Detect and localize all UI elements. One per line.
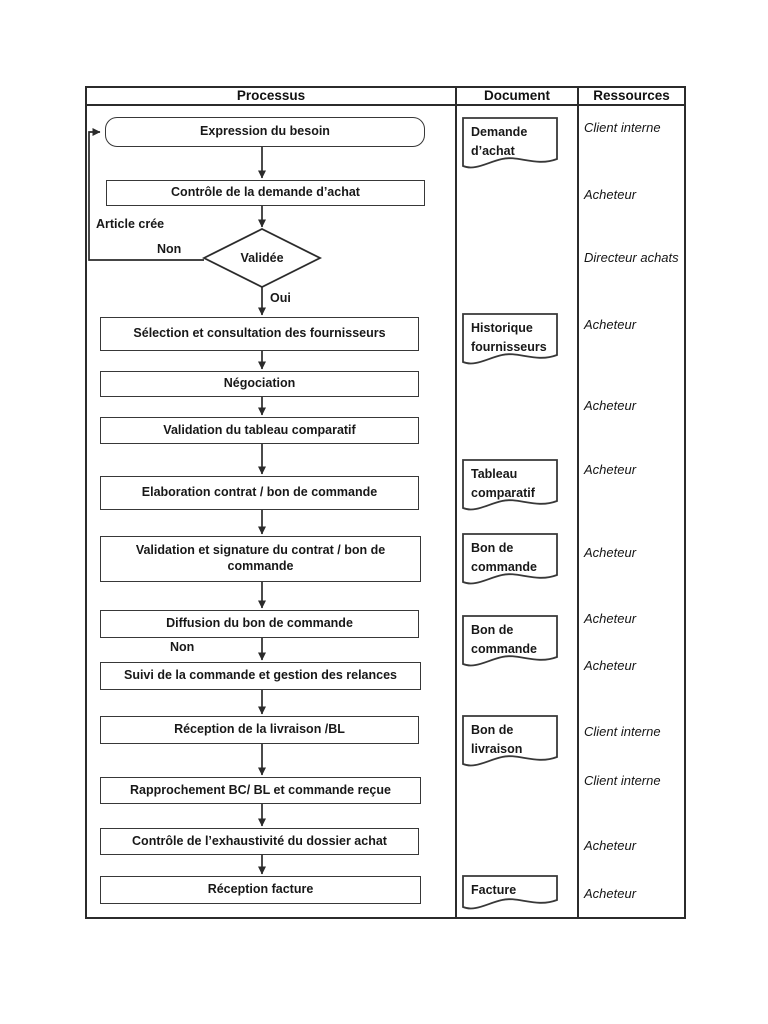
- resource-label: Acheteur: [584, 398, 637, 413]
- resource-label: Acheteur: [584, 462, 637, 477]
- document-label: d’achat: [471, 144, 515, 158]
- process-step-selection: Sélection et consultation des fournisseu…: [100, 317, 419, 351]
- process-step-validation-signature: Validation et signature du contrat / bon…: [100, 536, 421, 582]
- table-border-top: [85, 86, 686, 88]
- document-label: Bon de: [471, 623, 514, 637]
- resource-label: Acheteur: [584, 545, 637, 560]
- document-symbol-icon: [462, 715, 558, 767]
- process-step-label: Sélection et consultation des fournisseu…: [133, 326, 386, 341]
- process-step-label: Diffusion du bon de commande: [166, 616, 353, 631]
- process-step-suivi: Suivi de la commande et gestion des rela…: [100, 662, 421, 690]
- document-symbol-icon: [462, 615, 558, 667]
- process-step-diffusion: Diffusion du bon de commande: [100, 610, 419, 638]
- resource-label: Acheteur: [584, 658, 637, 673]
- process-step-label: Validation et signature du contrat / bon…: [135, 543, 386, 573]
- table-border-bottom: [85, 917, 686, 919]
- header-underline: [85, 104, 686, 106]
- resource-label: Acheteur: [584, 886, 637, 901]
- process-step-negociation: Négociation: [100, 371, 419, 397]
- column-divider-1: [455, 86, 457, 919]
- document-demande-achat: Demande d’achat: [462, 117, 558, 175]
- column-header-document: Document: [483, 88, 550, 103]
- process-step-validation-tableau: Validation du tableau comparatif: [100, 417, 419, 444]
- decision-yes-label: Oui: [270, 291, 291, 305]
- document-symbol-icon: [462, 533, 558, 585]
- table-border-left: [85, 86, 87, 919]
- document-bon-de-commande-2: Bon de commande: [462, 615, 558, 673]
- loop-label-article-cree: Article crée: [96, 217, 165, 231]
- resource-label: Acheteur: [584, 611, 637, 626]
- document-label: livraison: [471, 742, 523, 756]
- process-step-label: Rapprochement BC/ BL et commande reçue: [130, 782, 391, 797]
- process-step-label: Contrôle de l’exhaustivité du dossier ac…: [132, 833, 387, 848]
- process-step-elaboration: Elaboration contrat / bon de commande: [100, 476, 419, 510]
- relance-no-label: Non: [170, 640, 195, 654]
- column-header-ressources: Ressources: [593, 88, 670, 103]
- column-header-processus: Processus: [236, 88, 306, 103]
- document-label: Facture: [471, 883, 517, 897]
- resource-label: Client interne: [584, 724, 661, 739]
- document-label: Demande: [471, 125, 528, 139]
- process-step-reception-facture: Réception facture: [100, 876, 421, 904]
- decision-no-label: Non: [157, 242, 182, 256]
- process-step-rapprochement: Rapprochement BC/ BL et commande reçue: [100, 777, 421, 804]
- document-label: commande: [471, 642, 537, 656]
- process-step-label: Négociation: [223, 376, 296, 391]
- document-facture: Facture: [462, 875, 558, 917]
- process-step-label: Contrôle de la demande d’achat: [171, 185, 360, 200]
- table-border-right: [684, 86, 686, 919]
- process-step-expression: Expression du besoin: [105, 117, 425, 147]
- document-historique-fournisseurs: Historique fournisseurs: [462, 313, 558, 371]
- document-label: commande: [471, 560, 537, 574]
- document-label: Bon de: [471, 541, 514, 555]
- document-bon-de-livraison: Bon de livraison: [462, 715, 558, 773]
- document-bon-de-commande-1: Bon de commande: [462, 533, 558, 591]
- document-symbol-icon: [462, 313, 558, 365]
- document-symbol-icon: [462, 459, 558, 511]
- document-symbol-icon: [462, 117, 558, 169]
- process-step-label: Suivi de la commande et gestion des rela…: [123, 668, 398, 683]
- resource-label: Client interne: [584, 773, 661, 788]
- document-label: Tableau: [471, 467, 518, 481]
- resource-label: Acheteur: [584, 838, 637, 853]
- resource-label: Directeur achats: [584, 250, 679, 265]
- resource-label: Client interne: [584, 120, 661, 135]
- document-label: Historique: [471, 321, 533, 335]
- process-step-label: Elaboration contrat / bon de commande: [141, 485, 378, 500]
- document-tableau-comparatif: Tableau comparatif: [462, 459, 558, 517]
- process-step-label: Expression du besoin: [200, 124, 330, 139]
- process-step-reception-livraison: Réception de la livraison /BL: [100, 716, 419, 744]
- process-step-controle-demande: Contrôle de la demande d’achat: [106, 180, 425, 206]
- process-step-controle-exhaustivite: Contrôle de l’exhaustivité du dossier ac…: [100, 828, 419, 855]
- document-label: Bon de: [471, 723, 514, 737]
- document-label: comparatif: [471, 486, 535, 500]
- resource-label: Acheteur: [584, 187, 637, 202]
- document-label: fournisseurs: [471, 340, 547, 354]
- column-divider-2: [577, 86, 579, 919]
- resource-label: Acheteur: [584, 317, 637, 332]
- process-step-label: Réception de la livraison /BL: [174, 722, 345, 737]
- decision-label-validee: Validée: [240, 251, 284, 265]
- process-step-label: Réception facture: [207, 882, 314, 897]
- document-symbol-icon: [462, 875, 558, 910]
- process-step-label: Validation du tableau comparatif: [163, 422, 356, 437]
